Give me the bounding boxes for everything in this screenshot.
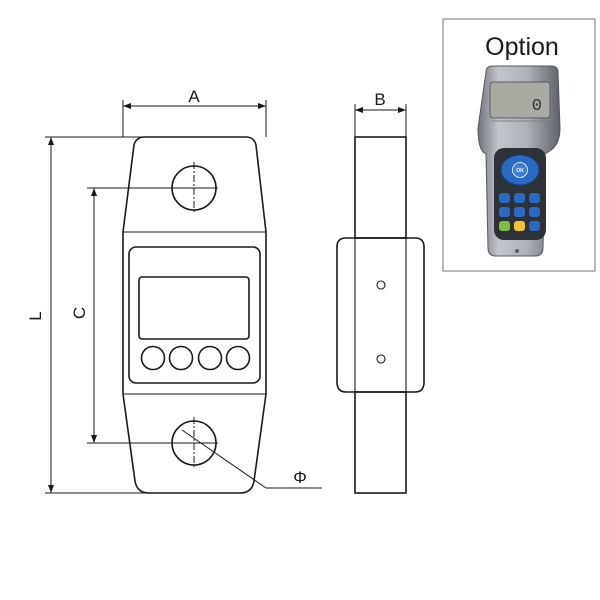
dimension-c-label: C (70, 307, 89, 319)
dimension-l: L (26, 136, 149, 494)
option-title: Option (485, 33, 559, 61)
remote-key-yellow (514, 221, 525, 231)
front-button-2 (168, 345, 194, 371)
dimension-phi: Φ (181, 429, 322, 489)
dimension-phi-label: Φ (293, 468, 307, 487)
remote-key-6 (529, 207, 540, 217)
remote-key-4 (499, 207, 510, 217)
remote-key-1 (499, 193, 510, 203)
side-plate-top (354, 136, 407, 239)
front-body-outline (122, 136, 267, 494)
remote-lcd-value: 0 (532, 97, 542, 116)
side-housing (336, 237, 425, 393)
dimension-b: B (354, 90, 407, 137)
dimension-a-label: A (188, 87, 200, 106)
dimension-l-label: L (26, 311, 45, 320)
remote-control-image: 0 OK (477, 65, 561, 257)
side-screw-top (376, 280, 386, 290)
option-box: Option 0 OK (442, 18, 596, 272)
side-screw-bottom (376, 354, 386, 364)
side-view (336, 136, 425, 494)
dimension-a: A (122, 87, 267, 137)
side-plate-bottom (354, 391, 407, 494)
front-button-3 (197, 345, 223, 371)
front-view (122, 136, 267, 494)
dimension-b-label: B (374, 90, 385, 109)
front-button-4 (225, 345, 251, 371)
remote-ok-key (512, 162, 528, 178)
remote-key-2 (514, 193, 525, 203)
display-panel (128, 246, 261, 384)
remote-key-green (499, 221, 510, 231)
remote-key-9 (529, 221, 540, 231)
remote-ok-key-label: OK (516, 168, 524, 174)
remote-key-3 (529, 193, 540, 203)
lcd-window (138, 276, 250, 340)
front-button-1 (140, 345, 166, 371)
dimension-c: C (70, 187, 218, 444)
remote-lcd (489, 81, 551, 119)
remote-key-5 (514, 207, 525, 217)
